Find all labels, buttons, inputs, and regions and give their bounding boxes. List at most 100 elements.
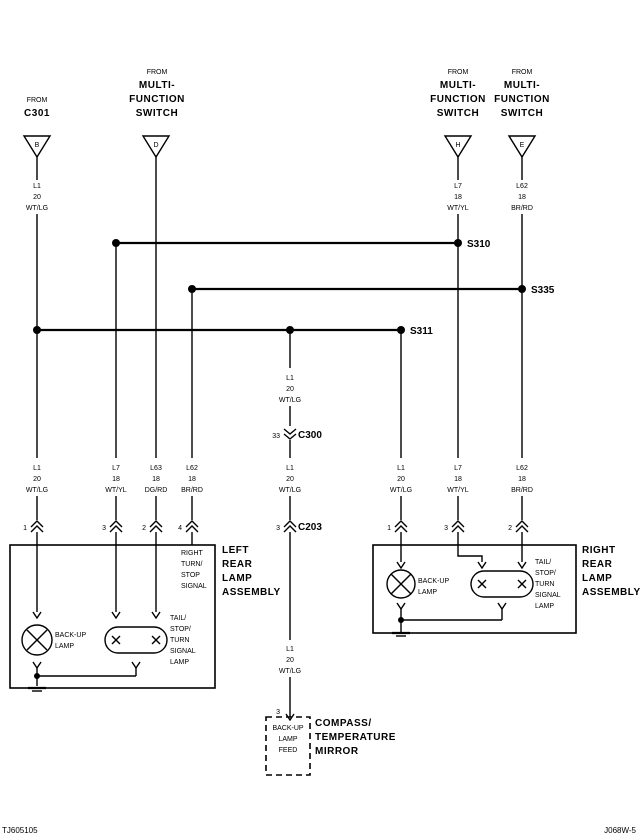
svg-text:WT/LG: WT/LG <box>26 487 48 494</box>
svg-text:20: 20 <box>33 194 41 201</box>
svg-text:L1: L1 <box>286 375 294 382</box>
c301-from-label: FROM <box>27 97 48 104</box>
svg-text:RIGHT: RIGHT <box>582 545 616 556</box>
mfs-e-line3: SWITCH <box>501 108 543 119</box>
wire-label-bot-2: L7 18 WT/YL <box>105 465 126 494</box>
svg-text:L1: L1 <box>286 646 294 653</box>
svg-text:TURN/: TURN/ <box>181 561 202 568</box>
svg-text:DG/RD: DG/RD <box>145 487 168 494</box>
pin-rr-1: 1 <box>387 520 408 545</box>
connector-triangle-b: B <box>22 135 52 159</box>
mfs-d-line2: FUNCTION <box>129 94 185 105</box>
svg-text:LAMP: LAMP <box>55 643 74 650</box>
svg-text:LAMP: LAMP <box>418 589 437 596</box>
svg-text:4: 4 <box>178 525 182 532</box>
svg-text:BACK-UP: BACK-UP <box>55 632 86 639</box>
pin-lr-1: 1 <box>23 520 44 545</box>
svg-text:WT/YL: WT/YL <box>447 205 468 212</box>
wire-label-top-e: L62 18 BR/RD <box>511 183 533 212</box>
lr-tail-lamp-icon <box>104 626 168 654</box>
svg-text:L7: L7 <box>454 183 462 190</box>
mfs-h-line3: SWITCH <box>437 108 479 119</box>
svg-text:L62: L62 <box>516 465 528 472</box>
svg-text:BACK-UP: BACK-UP <box>418 578 449 585</box>
svg-text:1: 1 <box>387 525 391 532</box>
svg-text:SIGNAL: SIGNAL <box>170 648 196 655</box>
pin-lr-2: 3 <box>102 520 123 545</box>
svg-text:20: 20 <box>33 476 41 483</box>
svg-text:SIGNAL: SIGNAL <box>181 583 207 590</box>
svg-text:LAMP: LAMP <box>582 573 612 584</box>
footer-right-code: J068W-5 <box>604 826 636 835</box>
svg-text:BR/RD: BR/RD <box>511 205 533 212</box>
svg-text:18: 18 <box>454 194 462 201</box>
mfs-e-line1: MULTI- <box>504 80 540 91</box>
svg-text:TEMPERATURE: TEMPERATURE <box>315 732 396 743</box>
svg-text:L62: L62 <box>516 183 528 190</box>
svg-text:SIGNAL: SIGNAL <box>535 592 561 599</box>
svg-text:WT/LG: WT/LG <box>279 668 301 675</box>
mfs-e-from-label: FROM <box>512 69 533 76</box>
svg-text:18: 18 <box>518 194 526 201</box>
svg-text:L1: L1 <box>33 183 41 190</box>
mfs-h-from-label: FROM <box>448 69 469 76</box>
svg-text:E: E <box>520 142 525 149</box>
connector-c300: 33 C300 <box>272 428 322 441</box>
footer-left-code: TJ605105 <box>2 826 38 835</box>
svg-text:1: 1 <box>23 525 27 532</box>
svg-text:TURN: TURN <box>170 637 189 644</box>
svg-text:18: 18 <box>152 476 160 483</box>
rr-tail-lamp-icon <box>470 570 534 598</box>
right-rear-lamp-assembly: RIGHT REAR LAMP ASSEMBLY BACK-UP LAMP TA… <box>372 544 640 637</box>
pin-lr-4: 4 <box>178 520 199 545</box>
svg-text:TAIL/: TAIL/ <box>170 615 186 622</box>
wire-label-top-b: L1 20 WT/LG <box>26 183 48 212</box>
pin-lr-3: 2 <box>142 520 163 545</box>
wire-label-bot-6: L1 20 WT/LG <box>390 465 412 494</box>
svg-text:TURN: TURN <box>535 581 554 588</box>
svg-text:ASSEMBLY: ASSEMBLY <box>222 587 281 598</box>
connector-triangle-h: H <box>443 135 473 159</box>
svg-text:20: 20 <box>397 476 405 483</box>
splice-s311-label: S311 <box>410 326 433 337</box>
lower-wires <box>36 496 523 520</box>
c301-name: C301 <box>24 108 50 119</box>
compass-pin-chevron <box>285 713 295 722</box>
svg-text:3: 3 <box>102 525 106 532</box>
mfs-h-line2: FUNCTION <box>430 94 486 105</box>
svg-text:LAMP: LAMP <box>278 736 297 743</box>
compass-pin-label: 3 <box>276 709 280 716</box>
svg-text:L7: L7 <box>112 465 120 472</box>
svg-text:REAR: REAR <box>222 559 253 570</box>
svg-text:WT/LG: WT/LG <box>390 487 412 494</box>
connector-triangle-d: D <box>141 135 171 159</box>
wire-label-bot-5: L1 20 WT/LG <box>279 465 301 494</box>
svg-text:LAMP: LAMP <box>170 659 189 666</box>
wire-label-bot-8: L62 18 BR/RD <box>511 465 533 494</box>
svg-text:TAIL/: TAIL/ <box>535 559 551 566</box>
svg-text:H: H <box>455 142 460 149</box>
svg-text:2: 2 <box>508 525 512 532</box>
svg-text:FEED: FEED <box>279 747 298 754</box>
wire-label-mid-center: L1 20 WT/LG <box>279 375 301 404</box>
svg-text:18: 18 <box>188 476 196 483</box>
svg-text:MIRROR: MIRROR <box>315 746 359 757</box>
svg-text:20: 20 <box>286 386 294 393</box>
wires <box>36 157 523 458</box>
svg-text:D: D <box>153 142 158 149</box>
lr-backup-lamp-icon <box>21 624 53 656</box>
svg-text:COMPASS/: COMPASS/ <box>315 718 372 729</box>
svg-text:L1: L1 <box>397 465 405 472</box>
svg-text:STOP/: STOP/ <box>170 626 191 633</box>
svg-text:3: 3 <box>276 525 280 532</box>
svg-text:STOP/: STOP/ <box>535 570 556 577</box>
connector-triangle-e: E <box>507 135 537 159</box>
mfs-e-line2: FUNCTION <box>494 94 550 105</box>
wire-label-top-h: L7 18 WT/YL <box>447 183 468 212</box>
svg-text:L62: L62 <box>186 465 198 472</box>
svg-text:ASSEMBLY: ASSEMBLY <box>582 587 640 598</box>
svg-text:BR/RD: BR/RD <box>181 487 203 494</box>
mfs-d-line1: MULTI- <box>139 80 175 91</box>
svg-text:B: B <box>35 142 40 149</box>
svg-text:C300: C300 <box>298 430 322 441</box>
